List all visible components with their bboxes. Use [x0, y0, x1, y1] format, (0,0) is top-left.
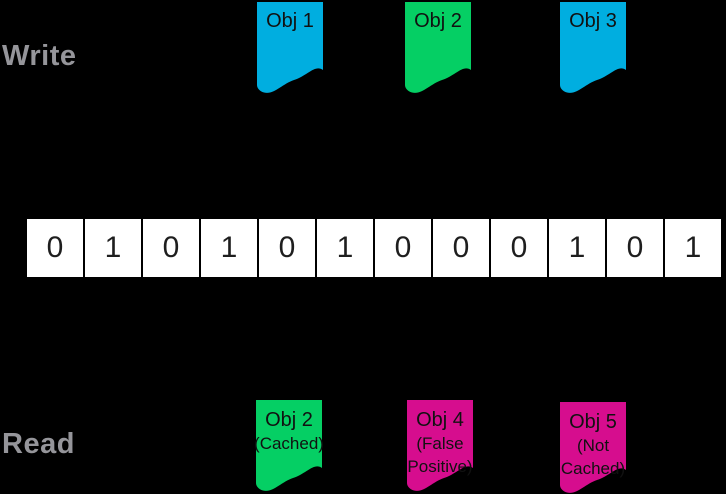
bit-cell: 1	[85, 219, 141, 277]
bit-cell: 0	[259, 219, 315, 277]
bookmark-ribbon-icon	[407, 400, 473, 491]
object-label: Obj 3	[569, 10, 617, 32]
object-status: (Not Cached)	[560, 436, 626, 478]
bookmark-ribbon-icon	[560, 2, 626, 93]
bookmark-ribbon-icon	[257, 2, 323, 93]
write-flag-obj2: Obj 2	[405, 2, 471, 95]
bit-cell: 0	[375, 219, 431, 277]
read-label: Read	[2, 428, 75, 460]
write-flag-obj1: Obj 1	[257, 2, 323, 95]
write-flag-obj3: Obj 3	[560, 2, 626, 95]
object-label: Obj 5	[569, 411, 617, 433]
object-label: Obj 2	[265, 409, 313, 431]
bit-cell: 0	[433, 219, 489, 277]
bit-cell: 0	[607, 219, 663, 277]
bookmark-ribbon-icon	[256, 400, 322, 491]
object-status: (Cached)	[254, 434, 324, 453]
bit-cell: 1	[201, 219, 257, 277]
bit-cell: 0	[27, 219, 83, 277]
bit-cell: 1	[549, 219, 605, 277]
read-flag-obj4: Obj 4 (False Positive)	[407, 400, 473, 493]
bookmark-ribbon-icon	[560, 402, 626, 493]
object-label: Obj 1	[266, 10, 314, 32]
bit-cell: 1	[317, 219, 373, 277]
bookmark-ribbon-icon	[405, 2, 471, 93]
write-label: Write	[2, 40, 77, 72]
read-flag-obj5: Obj 5 (Not Cached)	[560, 402, 626, 494]
object-status: (False Positive)	[407, 434, 473, 476]
object-label: Obj 4	[416, 409, 464, 431]
object-label: Obj 2	[414, 10, 462, 32]
read-flag-obj2: Obj 2 (Cached)	[254, 400, 324, 493]
bit-cell: 0	[491, 219, 547, 277]
bit-cell: 0	[143, 219, 199, 277]
bit-cell: 1	[665, 219, 721, 277]
